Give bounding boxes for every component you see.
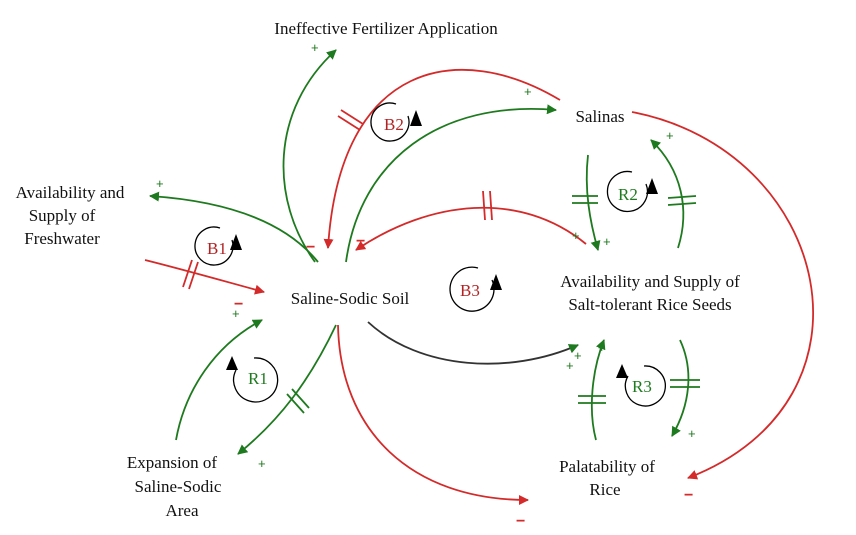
node-freshwater-line-2: Supply of: [29, 206, 96, 225]
link-palatability-to-seeds: [590, 339, 606, 441]
loop-b2: B2: [370, 102, 422, 142]
link-salinas-to-palatability: [631, 111, 814, 480]
loop-r1-arc-icon: [233, 357, 279, 403]
link-seeds-to-salinas: [650, 139, 685, 249]
loop-b3-arrow-icon: [490, 274, 502, 290]
loop-b1: B1: [194, 226, 242, 266]
loop-b1-label: B1: [207, 239, 227, 258]
sign-seeds-plus-soil-2: +: [566, 358, 574, 373]
sign-soil-minus-freshwater: −: [234, 296, 243, 313]
sign-expansion-plus: +: [258, 456, 266, 471]
sign-salinas-plus: +: [524, 84, 532, 99]
delay-mark-salinas-soil-2: [340, 109, 364, 125]
loop-b3: B3: [449, 266, 502, 312]
link-soil-to-fertilizer: [282, 49, 337, 263]
delay-mark-seeds-salinas-1: [667, 195, 697, 199]
loop-r1-label: R1: [248, 369, 268, 388]
loop-b2-arrow-icon: [410, 110, 422, 126]
loop-b1-arc-icon: [194, 226, 234, 266]
loop-b1-arrow-icon: [230, 234, 242, 250]
loop-b2-label: B2: [384, 115, 404, 134]
sign-palatability-minus-salinas: −: [684, 487, 693, 504]
loop-r3-arrow-icon: [616, 364, 628, 378]
loop-r3: R3: [616, 364, 666, 407]
link-seeds-to-soil: [355, 206, 587, 251]
loop-r2-label: R2: [618, 185, 638, 204]
loop-r2: R2: [606, 170, 658, 213]
loop-r1: R1: [226, 356, 279, 403]
delay-mark-freshwater-soil-2: [188, 261, 199, 290]
link-soil-to-seeds: [367, 321, 579, 365]
link-soil-to-expansion: [237, 324, 337, 455]
loop-b3-label: B3: [460, 281, 480, 300]
sign-freshwater-plus: +: [156, 176, 164, 191]
delay-mark-freshwater-soil-1: [182, 259, 193, 288]
node-expansion-line-2: Saline-Sodic: [135, 477, 222, 496]
link-seeds-to-palatability: [671, 339, 690, 437]
sign-soil-minus-salinas: −: [356, 233, 365, 250]
link-soil-to-freshwater: [149, 191, 319, 263]
loop-b2-arc-icon: [370, 102, 410, 142]
node-salinas: Salinas: [575, 107, 624, 126]
node-palatability-line-2: Rice: [589, 480, 620, 499]
sign-fertilizer-plus: +: [311, 40, 319, 55]
loop-r3-arc-icon: [624, 365, 666, 407]
loop-r2-arrow-icon: [646, 178, 658, 194]
delay-mark-soil-expansion-2: [291, 388, 310, 409]
delay-mark-salinas-soil-1: [337, 115, 361, 131]
node-expansion: Expansion of Saline-Sodic Area: [127, 453, 222, 520]
delay-mark-soil-expansion-1: [286, 393, 305, 414]
delay-mark-seeds-soil-1: [482, 190, 486, 221]
loop-b3-arc-icon: [449, 266, 495, 312]
loop-r1-arrow-icon: [226, 356, 238, 370]
node-freshwater-line-1: Availability and: [16, 183, 125, 202]
link-soil-to-salinas: [345, 104, 557, 263]
loop-r2-arc-icon: [606, 170, 649, 213]
node-palatability-line-1: Palatability of: [559, 457, 655, 476]
sign-seeds-plus-r2: +: [603, 234, 611, 249]
sign-salinas-plus-r2: +: [666, 128, 674, 143]
delay-mark-seeds-salinas-2: [667, 202, 697, 206]
sign-palatability-minus-soil: −: [516, 513, 525, 530]
link-salinas-to-soil: [323, 69, 561, 249]
node-seeds-line-2: Salt-tolerant Rice Seeds: [568, 295, 731, 314]
polarity-signs: + + + − − − + + + + + + + + + − −: [156, 40, 696, 530]
sign-soil-plus-expansion-in: +: [232, 306, 240, 321]
sign-palatability-plus: +: [688, 426, 696, 441]
link-expansion-to-soil: [175, 319, 263, 441]
node-expansion-line-3: Area: [165, 501, 198, 520]
node-seeds-line-1: Availability and Supply of: [560, 272, 740, 291]
node-salt-tolerant-seeds: Availability and Supply of Salt-tolerant…: [560, 272, 740, 314]
link-freshwater-to-soil: [144, 259, 265, 295]
sign-seeds-plus-r3: +: [598, 340, 606, 355]
node-palatability: Palatability of Rice: [559, 457, 655, 499]
node-freshwater-line-3: Freshwater: [24, 229, 100, 248]
node-expansion-line-1: Expansion of: [127, 453, 218, 472]
sign-seeds-plus-soil: +: [574, 348, 582, 363]
node-saline-sodic-soil: Saline-Sodic Soil: [291, 289, 410, 308]
link-salinas-to-seeds: [585, 154, 601, 251]
link-soil-to-palatability: [337, 324, 529, 505]
sign-seeds-plus-r2-left: +: [572, 228, 580, 243]
loop-r3-label: R3: [632, 377, 652, 396]
delay-mark-seeds-soil-2: [489, 190, 493, 221]
node-freshwater: Availability and Supply of Freshwater: [16, 183, 125, 248]
node-ineffective-fertilizer: Ineffective Fertilizer Application: [274, 19, 498, 38]
sign-soil-minus-fresh-feedback: −: [306, 239, 315, 256]
